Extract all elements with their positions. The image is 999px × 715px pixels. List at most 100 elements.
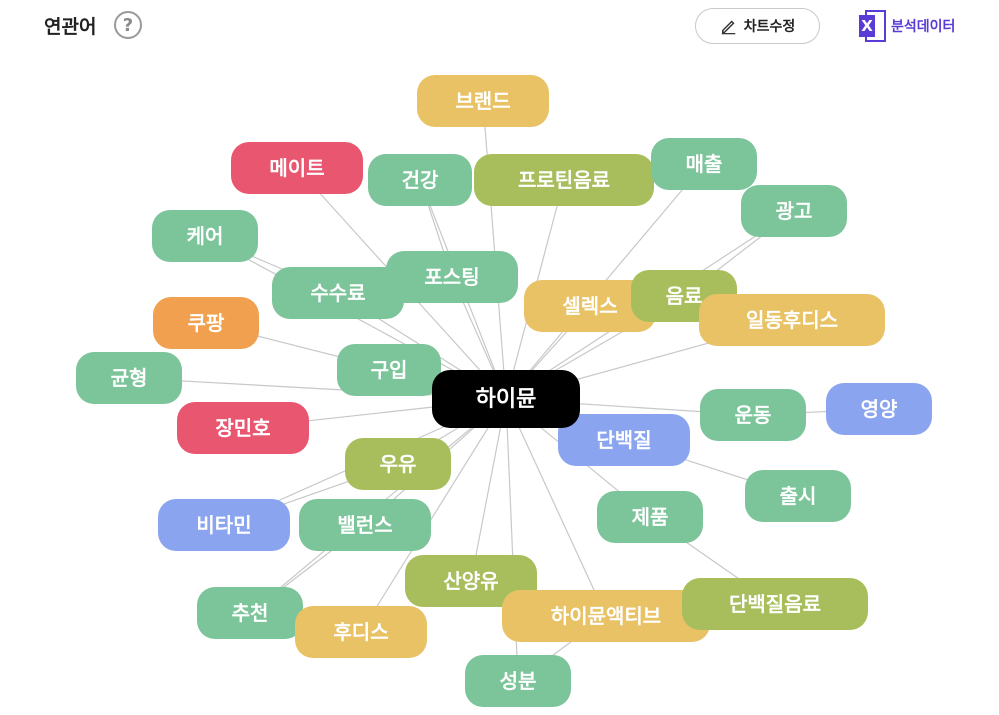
keyword-node[interactable]: 매출 — [651, 138, 757, 190]
keyword-node-label: 프로틴음료 — [518, 168, 610, 192]
keyword-node-label: 장민호 — [215, 416, 270, 440]
keyword-node[interactable]: 광고 — [741, 185, 847, 237]
keyword-node[interactable]: 케어 — [152, 210, 258, 262]
keyword-node[interactable]: 포스팅 — [386, 251, 518, 303]
keyword-node-bubble — [152, 210, 258, 262]
keyword-node-bubble — [417, 75, 549, 127]
keyword-node[interactable]: 밸런스 — [299, 499, 431, 551]
network-link — [360, 398, 507, 633]
keyword-node-label: 포스팅 — [424, 265, 479, 289]
keyword-node-label: 출시 — [780, 484, 817, 508]
keyword-node-label: 운동 — [735, 403, 772, 427]
chart-edit-button[interactable]: 차트수정 — [695, 8, 820, 44]
keyword-node-bubble — [158, 499, 290, 551]
analysis-data-link[interactable]: X 분석데이터 — [857, 9, 955, 43]
keyword-node-label: 밸런스 — [337, 513, 392, 537]
keyword-node-label: 브랜드 — [455, 89, 510, 113]
chart-edit-label: 차트수정 — [743, 19, 796, 35]
keyword-node[interactable]: 단백질음료 — [682, 578, 868, 630]
keyword-node-bubble — [368, 154, 472, 206]
keyword-node-bubble — [295, 606, 427, 658]
help-icon[interactable]: ? — [114, 11, 142, 39]
section-title: 연관어 — [44, 16, 97, 38]
center-keyword-node[interactable]: 하이뮨 — [432, 370, 580, 428]
keyword-node-label: 매출 — [686, 152, 723, 176]
keyword-node[interactable]: 쿠팡 — [153, 297, 259, 349]
network-link — [470, 398, 507, 582]
keyword-node-label: 비타민 — [196, 513, 251, 537]
keyword-node[interactable]: 메이트 — [231, 142, 363, 194]
keyword-node-bubble — [345, 438, 451, 490]
keyword-node-label: 균형 — [111, 366, 148, 390]
keyword-node[interactable]: 출시 — [745, 470, 851, 522]
keyword-node-label: 광고 — [776, 199, 813, 223]
keyword-node-label: 음료 — [666, 284, 703, 308]
keyword-node-label: 제품 — [632, 505, 669, 529]
analysis-data-label: 분석데이터 — [891, 19, 956, 35]
keyword-node[interactable]: 구입 — [337, 344, 441, 396]
keyword-node[interactable]: 운동 — [700, 389, 806, 441]
keyword-node[interactable]: 우유 — [345, 438, 451, 490]
keyword-node-label: 케어 — [187, 224, 224, 248]
keyword-node-bubble — [741, 185, 847, 237]
keyword-node-bubble — [700, 389, 806, 441]
keyword-node-bubble — [76, 352, 182, 404]
keyword-node-bubble — [745, 470, 851, 522]
keyword-node-bubble — [558, 414, 690, 466]
keyword-node-bubble — [197, 587, 303, 639]
keyword-node-label: 영양 — [861, 397, 898, 421]
keyword-node[interactable]: 브랜드 — [417, 75, 549, 127]
keyword-node[interactable]: 건강 — [368, 154, 472, 206]
keyword-node[interactable]: 성분 — [465, 655, 571, 707]
keyword-node[interactable]: 하이뮨액티브 — [502, 590, 710, 642]
keyword-node-label: 셀렉스 — [562, 294, 617, 318]
keyword-node-label: 단백질음료 — [729, 592, 821, 616]
keyword-node-label: 메이트 — [269, 156, 324, 180]
keyword-node-label: 쿠팡 — [188, 311, 225, 335]
keyword-node-label: 일동후디스 — [746, 308, 838, 332]
keyword-node-label: 하이뮨액티브 — [551, 604, 661, 628]
network-link — [482, 100, 507, 400]
keyword-node-bubble — [651, 138, 757, 190]
keyword-node[interactable]: 비타민 — [158, 499, 290, 551]
keyword-node-label: 성분 — [500, 669, 537, 693]
keyword-node-label: 추천 — [232, 601, 269, 625]
keyword-node-bubble — [272, 267, 404, 319]
keyword-node[interactable]: 영양 — [826, 383, 932, 435]
keyword-node[interactable]: 프로틴음료 — [474, 154, 654, 206]
keyword-node[interactable]: 일동후디스 — [699, 294, 885, 346]
keyword-node-bubble — [231, 142, 363, 194]
keyword-node-bubble — [465, 655, 571, 707]
keyword-node-bubble — [405, 555, 537, 607]
keyword-node-bubble — [699, 294, 885, 346]
keyword-node-bubble — [682, 578, 868, 630]
keyword-node[interactable]: 균형 — [76, 352, 182, 404]
keyword-node-bubble — [153, 297, 259, 349]
keyword-node-bubble — [826, 383, 932, 435]
keyword-node[interactable]: 후디스 — [295, 606, 427, 658]
keyword-node-label: 구입 — [371, 358, 408, 382]
keyword-node[interactable]: 제품 — [597, 491, 703, 543]
keyword-node-bubble — [432, 370, 580, 428]
keyword-node-label: 수수료 — [310, 281, 365, 305]
excel-icon-glyph: X — [861, 17, 873, 35]
pencil-icon — [721, 20, 736, 35]
keyword-node[interactable]: 단백질 — [558, 414, 690, 466]
keyword-node[interactable]: 산양유 — [405, 555, 537, 607]
keyword-node-bubble — [502, 590, 710, 642]
keyword-node-label: 후디스 — [333, 620, 388, 644]
keyword-node-label: 하이뮨 — [476, 387, 537, 412]
keyword-node-label: 건강 — [402, 168, 439, 192]
keyword-node[interactable]: 수수료 — [272, 267, 404, 319]
keyword-node-label: 단백질 — [596, 428, 651, 452]
keyword-node[interactable]: 셀렉스 — [524, 280, 656, 332]
keyword-node[interactable]: 추천 — [197, 587, 303, 639]
excel-icon: X — [859, 10, 886, 42]
keyword-node[interactable]: 장민호 — [177, 402, 309, 454]
keyword-node-bubble — [386, 251, 518, 303]
keyword-node-bubble — [474, 154, 654, 206]
keyword-node-bubble — [337, 344, 441, 396]
keyword-node-bubble — [524, 280, 656, 332]
keyword-node-bubble — [177, 402, 309, 454]
